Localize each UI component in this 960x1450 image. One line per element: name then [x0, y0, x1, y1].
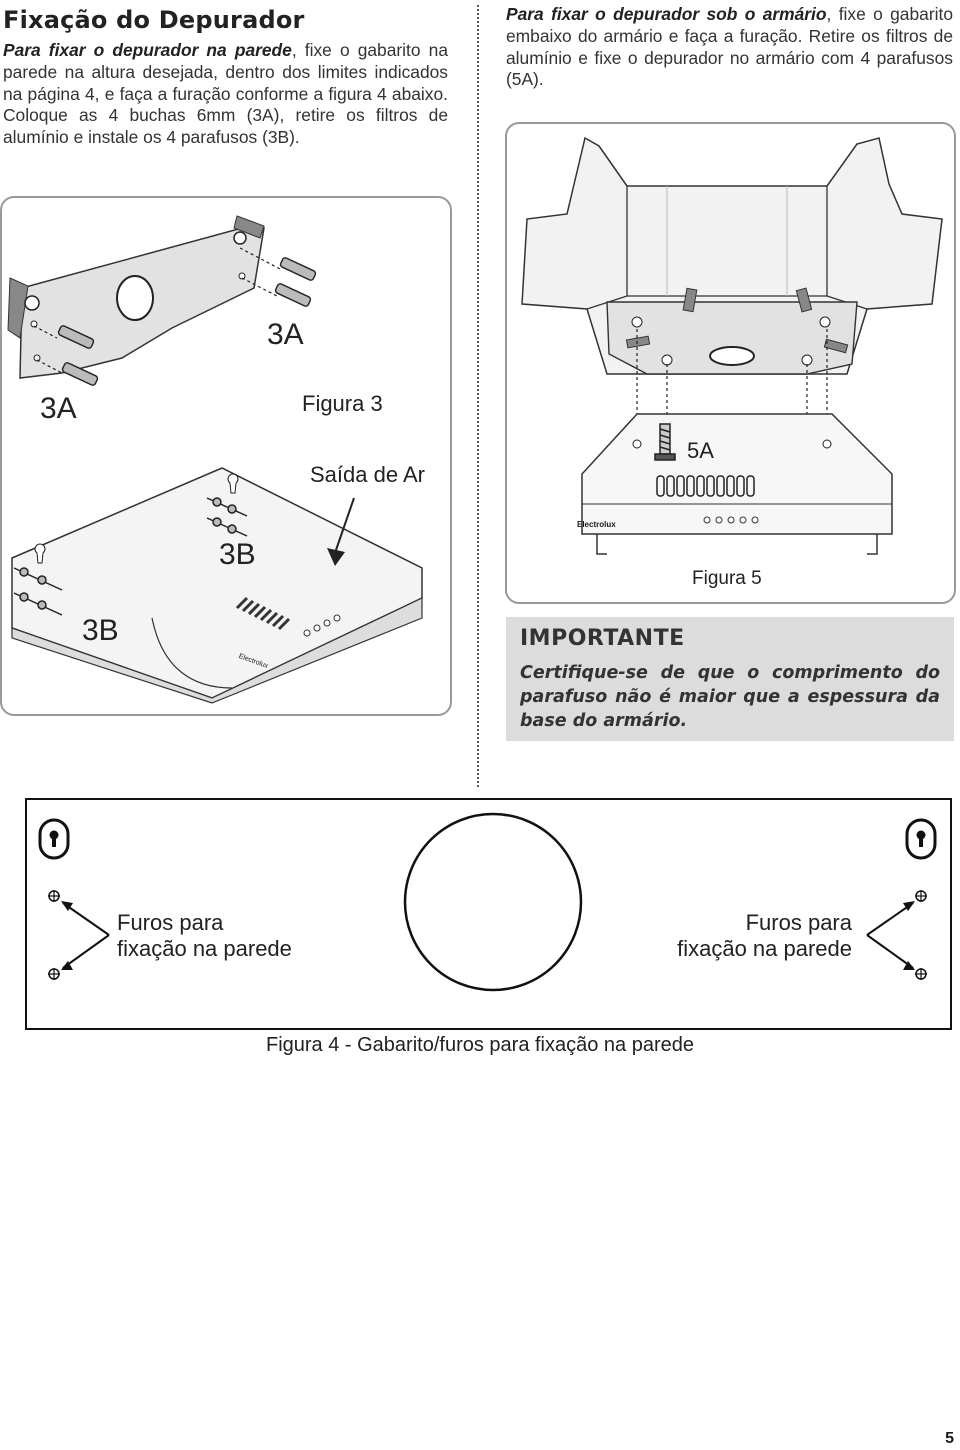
figure-4-illustration: [38, 812, 937, 992]
cabinet-mount-instructions: Para fixar o depurador sob o armário, fi…: [506, 4, 953, 91]
important-text: Certifique-se de que o comprimento do pa…: [520, 663, 940, 731]
figure-3-illustration: [7, 215, 423, 704]
label-3b-center: 3B: [219, 538, 256, 571]
brand-logo-5: Electrolux: [577, 520, 616, 529]
right-holes-label-line2: fixação na parede: [677, 936, 852, 961]
column-divider: [477, 5, 479, 787]
figure-3-caption: Figura 3: [302, 391, 383, 416]
label-5a: 5A: [687, 438, 714, 463]
wall-mount-instructions: Para fixar o depurador na parede, fixe o…: [3, 40, 448, 149]
figure-5-illustration: [521, 136, 943, 555]
important-heading: IMPORTANTE: [520, 626, 685, 651]
important-notice: IMPORTANTE Certifique-se de que o compri…: [506, 617, 954, 741]
label-3b-left: 3B: [82, 614, 119, 647]
wall-mount-lead: Para fixar o depurador na parede: [3, 40, 292, 60]
cabinet-mount-body: , fixe o gabarito embaixo do armário e f…: [506, 4, 953, 90]
left-holes-label-line2: fixação na parede: [117, 936, 292, 961]
left-holes-label-line1: Furos para: [117, 910, 224, 935]
page-number: 5: [945, 1430, 954, 1447]
wall-mount-body: , fixe o gabarito na parede na altura de…: [3, 40, 448, 148]
label-3a-top: 3A: [267, 318, 304, 351]
figure-5-caption: Figura 5: [692, 568, 762, 589]
figure-3-box: 3A 3A Figura 3 Saída de Ar 3B 3B Electro…: [0, 196, 452, 716]
section-title: Fixação do Depurador: [3, 6, 305, 34]
figure-4-caption: Figura 4 - Gabarito/furos para fixação n…: [265, 1034, 695, 1056]
left-holes-label: Furos para fixação na parede: [117, 910, 292, 962]
label-3a-left: 3A: [40, 392, 77, 425]
right-holes-label: Furos para fixação na parede: [675, 910, 852, 962]
cabinet-mount-lead: Para fixar o depurador sob o armário: [506, 4, 827, 24]
air-outlet-label: Saída de Ar: [310, 462, 425, 487]
figure-4-template: Furos para fixação na parede Furos para …: [25, 798, 952, 1030]
right-holes-label-line1: Furos para: [745, 910, 852, 935]
figure-5-box: 5A Electrolux Figura 5: [505, 122, 956, 604]
